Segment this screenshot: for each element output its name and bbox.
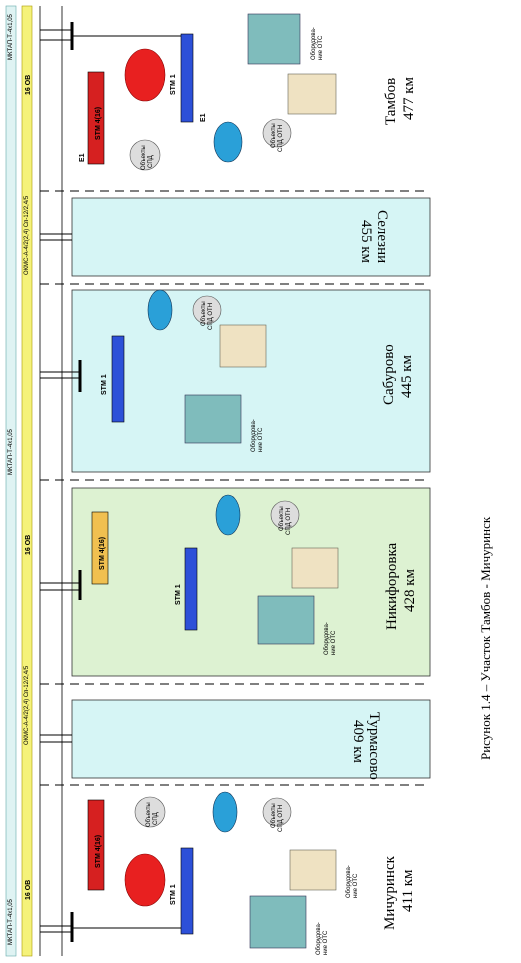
spd-label-1: Объекты [146,802,152,827]
ots-server-icon [257,595,315,645]
node-saburovo: STM 1 Объекты СПД ОТН Оборудова- ние ОТС… [78,289,415,452]
optic-a-label-3: МКТАП-Т-4х1,05 [8,898,14,945]
ots-server-icon [247,13,301,65]
spd-oth-circle [262,118,292,148]
spd-oth-label-2: СПД ОТН [286,508,292,535]
optic-b-label-2: ОКМС-А-4/2(2,4) Сп-12/2,4/5 [24,665,30,745]
ots-server-icon [184,394,242,444]
fiber-count-label-1: 16 ОВ [25,75,32,95]
spd-oth-label-1: Объекты [271,123,277,148]
stm1-label: STM 1 [101,374,108,395]
ots-label-b2: ние ОТС [323,930,329,955]
stm4-rack [87,799,105,891]
stm1-label: STM 1 [170,884,177,905]
fiber-count-label-3: 16 ОВ [25,880,32,900]
ots-label-1: Оборудова- [311,27,317,60]
spd-oth-label-1: Объекты [201,301,207,326]
station-name-tambov: Тамбов [383,78,399,125]
spd-oth-label-2: СПД ОТН [278,805,284,832]
e1-label: E1 [79,153,86,162]
station-km-selezni: 455 км [358,220,374,264]
ots-label-a1: Оборудова- [346,865,352,898]
stm4-label: STM 4(16) [95,107,102,140]
ots-label-2: ние ОТС [331,630,337,655]
figure-caption: Рисунок 1.4 – Участок Тамбов - Мичуринск [478,516,493,760]
router-icon-2 [212,791,238,833]
spd-label-2: СПД [153,812,159,825]
stm1-label: STM 1 [175,584,182,605]
spd-oth-circle [270,500,300,530]
stm4-label: STM 4(16) [99,537,106,570]
optic-b-label-1: ОКМС-А-4/2(2,4) Сп-12/2,4/5 [24,195,30,275]
ots-cabinet-icon [287,73,337,115]
ots-cabinet-icon [291,547,339,589]
stm1-label: STM 1 [170,74,177,95]
node-michurinsk: STM 4(16) Объекты СПД STM 1 Объекты СПД … [70,791,416,955]
spd-oth-label-1: Объекты [279,506,285,531]
optic-a-label-1: МКТАП-Т-4х1,05 [8,13,14,60]
station-km-nikiforovka: 428 км [402,568,418,612]
station-km-saburovo: 445 км [399,354,415,398]
ots-label-2: ние ОТС [258,427,264,452]
spd-objects-circle [134,796,166,828]
spd-oth-circle [262,797,292,827]
router-icon [124,48,166,102]
router-icon-2 [213,121,243,163]
optic-a-label-2: МКТАП-Т-4х1,05 [8,428,14,475]
station-name-saburovo: Сабурово [381,344,397,405]
spd-oth-label-1: Объекты [271,803,277,828]
node-nikiforovka: STM 4(16) STM 1 Объекты СПД ОТН Оборудов… [78,494,418,655]
spd-label-1: Объекты [141,145,147,170]
station-km-tambov: 477 км [401,76,417,120]
stm1-rack [180,847,194,935]
router-icon [147,289,173,331]
ots-server-icon [249,895,307,949]
ots-cabinet-icon [289,849,337,891]
node-turmasovo: Турмасово 409 км [350,712,382,780]
e1-label-2: E1 [200,113,207,122]
stm4-rack [87,71,105,165]
optic-cable-strip-a [5,5,17,957]
ots-cabinet-icon [219,324,267,368]
spd-oth-label-2: СПД ОТН [278,125,284,152]
stm1-rack [111,335,125,423]
router-icon [124,853,166,907]
stm1-rack [184,547,198,631]
ots-label-1: Оборудова- [251,419,257,452]
ots-label-b1: Оборудова- [316,922,322,955]
station-km-michurinsk: 411 км [400,869,416,912]
section-separators [40,190,430,786]
station-name-turmasovo: Турмасово [366,712,382,780]
spd-label-2: СПД [148,155,154,168]
spd-oth-label-2: СПД ОТН [208,303,214,330]
station-km-turmasovo: 409 км [350,720,366,764]
spd-objects-circle [129,139,161,171]
station-box-selezni [71,197,431,277]
spd-oth-circle [192,295,222,325]
router-icon [215,494,241,536]
node-selezni: Селезни 455 км [358,210,390,264]
node-tambov: STM 4(16) E1 Объекты СПД STM 1 E1 Оборуд… [70,13,417,171]
station-box-nikiforovka [71,487,431,677]
station-name-selezni: Селезни [374,210,390,263]
station-box-saburovo [71,289,431,473]
fiber-count-label-2: 16 ОВ [25,535,32,555]
ots-label-a2: ние ОТС [353,873,359,898]
cable-taps [40,29,80,933]
ots-label-1: Оборудова- [324,622,330,655]
ots-label-2: ние ОТС [318,35,324,60]
station-name-nikiforovka: Никифоровка [384,542,400,630]
station-name-michurinsk: Мичуринск [382,855,398,930]
optic-cable-strip-b [21,5,33,957]
stm1-rack [180,33,194,123]
stm4-rack [91,511,109,585]
station-box-turmasovo [71,699,431,779]
cable-labels: МКТАП-Т-4х1,05 МКТАП-Т-4х1,05 МКТАП-Т-4х… [8,13,32,945]
stm4-label: STM 4(16) [95,835,102,868]
